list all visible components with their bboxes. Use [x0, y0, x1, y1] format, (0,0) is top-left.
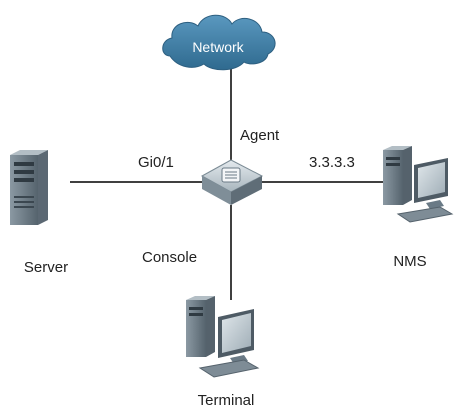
- desktop-computer-icon: [186, 296, 260, 378]
- switch-icon: [200, 159, 264, 205]
- console-label: Console: [142, 249, 197, 266]
- desktop-computer-icon: [383, 146, 454, 223]
- network-label: Network: [192, 39, 244, 55]
- cloud-icon: [162, 14, 276, 71]
- nms-ip-label: 3.3.3.3: [309, 154, 355, 171]
- links: [70, 66, 383, 300]
- gi0-1-port-label: Gi0/1: [138, 154, 174, 171]
- nms-label: NMS: [393, 253, 426, 270]
- agent-label: Agent: [240, 127, 280, 144]
- terminal-label: Terminal: [198, 392, 255, 409]
- server-tower-icon: [10, 150, 48, 225]
- server-label: Server: [24, 259, 68, 276]
